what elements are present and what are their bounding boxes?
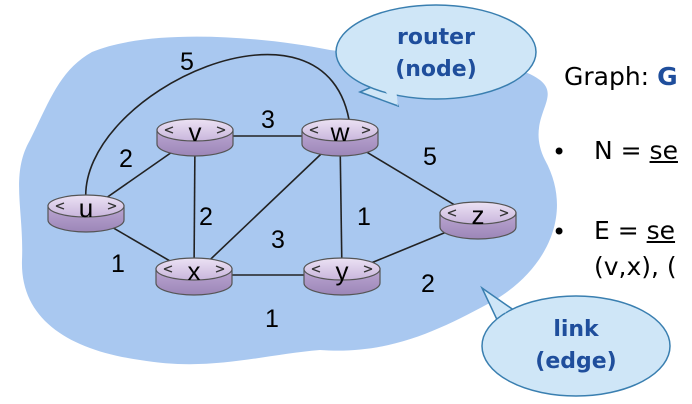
edges-set-line2: (v,x), ( xyxy=(594,252,677,281)
router-callout-line1: router xyxy=(397,25,475,50)
bullet-e: • xyxy=(552,218,566,246)
router-arrows-icon xyxy=(447,209,509,217)
node-label-w: w xyxy=(330,117,350,147)
edge-weight-w-x: 3 xyxy=(271,226,285,254)
edge-w-x xyxy=(193,135,341,276)
router-top-icon xyxy=(303,257,381,281)
edge-weight-u-v: 2 xyxy=(119,145,133,173)
n-prefix: N = xyxy=(594,136,650,165)
bullet-glyph: • xyxy=(552,218,567,246)
network-cloud xyxy=(19,36,557,365)
router-node-v: v xyxy=(156,117,234,157)
graph-prefix: Graph: xyxy=(564,62,658,91)
graph-symbol: G xyxy=(657,62,678,91)
e-prefix: E = xyxy=(594,216,647,245)
e-line2: (v,x), ( xyxy=(594,252,677,281)
n-set-text: se xyxy=(649,136,678,165)
edge-labels-layer: 5 2 1 3 2 3 1 5 1 2 xyxy=(111,48,437,333)
router-node-z: z xyxy=(439,200,517,240)
router-arrows-icon xyxy=(164,126,226,134)
bullet-n: • xyxy=(552,138,566,166)
node-label-y: y xyxy=(336,256,349,286)
router-node-y: y xyxy=(303,256,381,296)
router-node-x: x xyxy=(155,256,233,296)
edge-weight-u-x: 1 xyxy=(111,250,125,278)
node-label-z: z xyxy=(472,200,485,230)
edge-weight-x-y: 1 xyxy=(265,305,279,333)
router-top-icon xyxy=(301,118,379,142)
nodes-set-line: N = se xyxy=(594,136,678,165)
router-top-icon xyxy=(155,257,233,281)
node-label-x: x xyxy=(188,256,201,286)
edge-w-y xyxy=(339,135,343,276)
bullet-glyph: • xyxy=(552,138,567,166)
router-node-u: u xyxy=(47,193,125,233)
node-label-v: v xyxy=(189,117,202,147)
router-top-icon xyxy=(439,201,517,225)
edge-u-w xyxy=(85,53,351,203)
router-top-icon xyxy=(156,118,234,142)
e-set-text: se xyxy=(646,216,676,245)
router-callout-line2: (node) xyxy=(395,57,477,82)
router-arrows-icon xyxy=(309,126,371,134)
edge-weight-v-x: 2 xyxy=(199,203,213,231)
link-callout-line2: (edge) xyxy=(535,349,616,374)
router-callout: router (node) xyxy=(335,4,537,108)
router-arrows-icon xyxy=(163,265,225,273)
link-callout-line1: link xyxy=(553,317,600,342)
edge-weight-u-w: 5 xyxy=(180,48,194,76)
edge-v-x xyxy=(193,135,196,276)
edge-weight-w-z: 5 xyxy=(423,143,437,171)
link-callout: link (edge) xyxy=(480,285,671,397)
edge-weight-v-w: 3 xyxy=(261,106,275,134)
router-top-icon xyxy=(47,194,125,218)
router-arrows-icon xyxy=(55,202,117,210)
router-node-w: w xyxy=(301,117,379,157)
edges-set-line: E = se xyxy=(594,216,675,245)
edge-weight-y-z: 2 xyxy=(421,270,435,298)
edge-weight-w-y: 1 xyxy=(357,203,371,231)
nodes-layer: u v w x y z xyxy=(47,117,517,296)
graph-definition: Graph: G xyxy=(564,62,678,91)
router-arrows-icon xyxy=(311,265,373,273)
node-label-u: u xyxy=(79,193,93,223)
